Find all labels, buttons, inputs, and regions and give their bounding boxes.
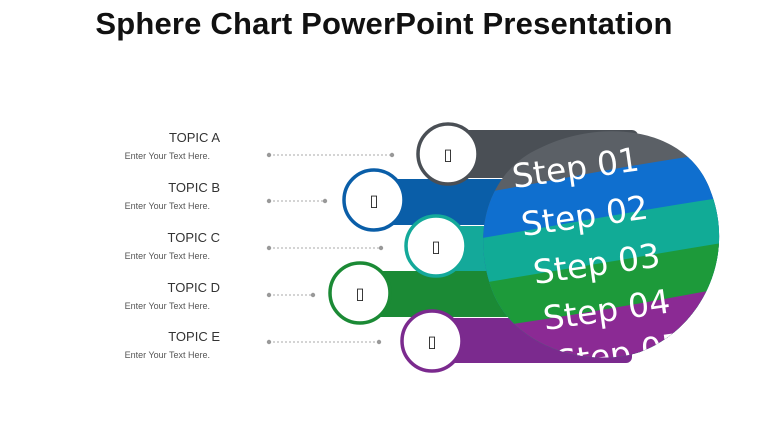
placeholder-icon: ▯ <box>428 332 437 351</box>
page-title: Sphere Chart PowerPoint Presentation <box>95 6 673 41</box>
placeholder-icon: ▯ <box>432 237 441 256</box>
connector-dot-d-start <box>266 292 272 298</box>
connector-dot-a-end <box>389 152 395 158</box>
topic-c-text: Enter Your Text Here. <box>124 251 210 261</box>
topic-d-title: TOPIC D <box>167 280 221 295</box>
connector-dot-c-end <box>378 245 384 251</box>
connector-dot-e-start <box>266 339 272 345</box>
topic-circle-b <box>342 168 406 232</box>
connector-dot-c-start <box>266 245 272 251</box>
topic-circle-e <box>400 309 464 373</box>
connector-dot-d-end <box>310 292 316 298</box>
placeholder-icon: ▯ <box>356 284 365 303</box>
topic-c-title: TOPIC C <box>167 230 221 245</box>
connector-dot-b-end <box>322 198 328 204</box>
topic-e-text: Enter Your Text Here. <box>124 350 210 360</box>
connector-dot-a-start <box>266 152 272 158</box>
sphere-band-5 <box>483 285 720 358</box>
topic-b-title: TOPIC B <box>168 180 220 195</box>
topic-a-text: Enter Your Text Here. <box>124 151 210 161</box>
topic-e-title: TOPIC E <box>168 329 220 344</box>
topic-circles: ▯ ▯ ▯ ▯ ▯ <box>328 122 480 373</box>
placeholder-icon: ▯ <box>370 191 379 210</box>
topic-circle-d <box>328 261 392 325</box>
topic-circle-a <box>416 122 480 186</box>
topic-a-title: TOPIC A <box>168 130 220 145</box>
connector-lines <box>266 152 395 345</box>
topic-circle-c <box>404 214 468 278</box>
topic-b-text: Enter Your Text Here. <box>124 201 210 211</box>
topic-d-text: Enter Your Text Here. <box>124 301 210 311</box>
placeholder-icon: ▯ <box>444 145 453 164</box>
connector-dot-e-end <box>376 339 382 345</box>
connector-dot-b-start <box>266 198 272 204</box>
